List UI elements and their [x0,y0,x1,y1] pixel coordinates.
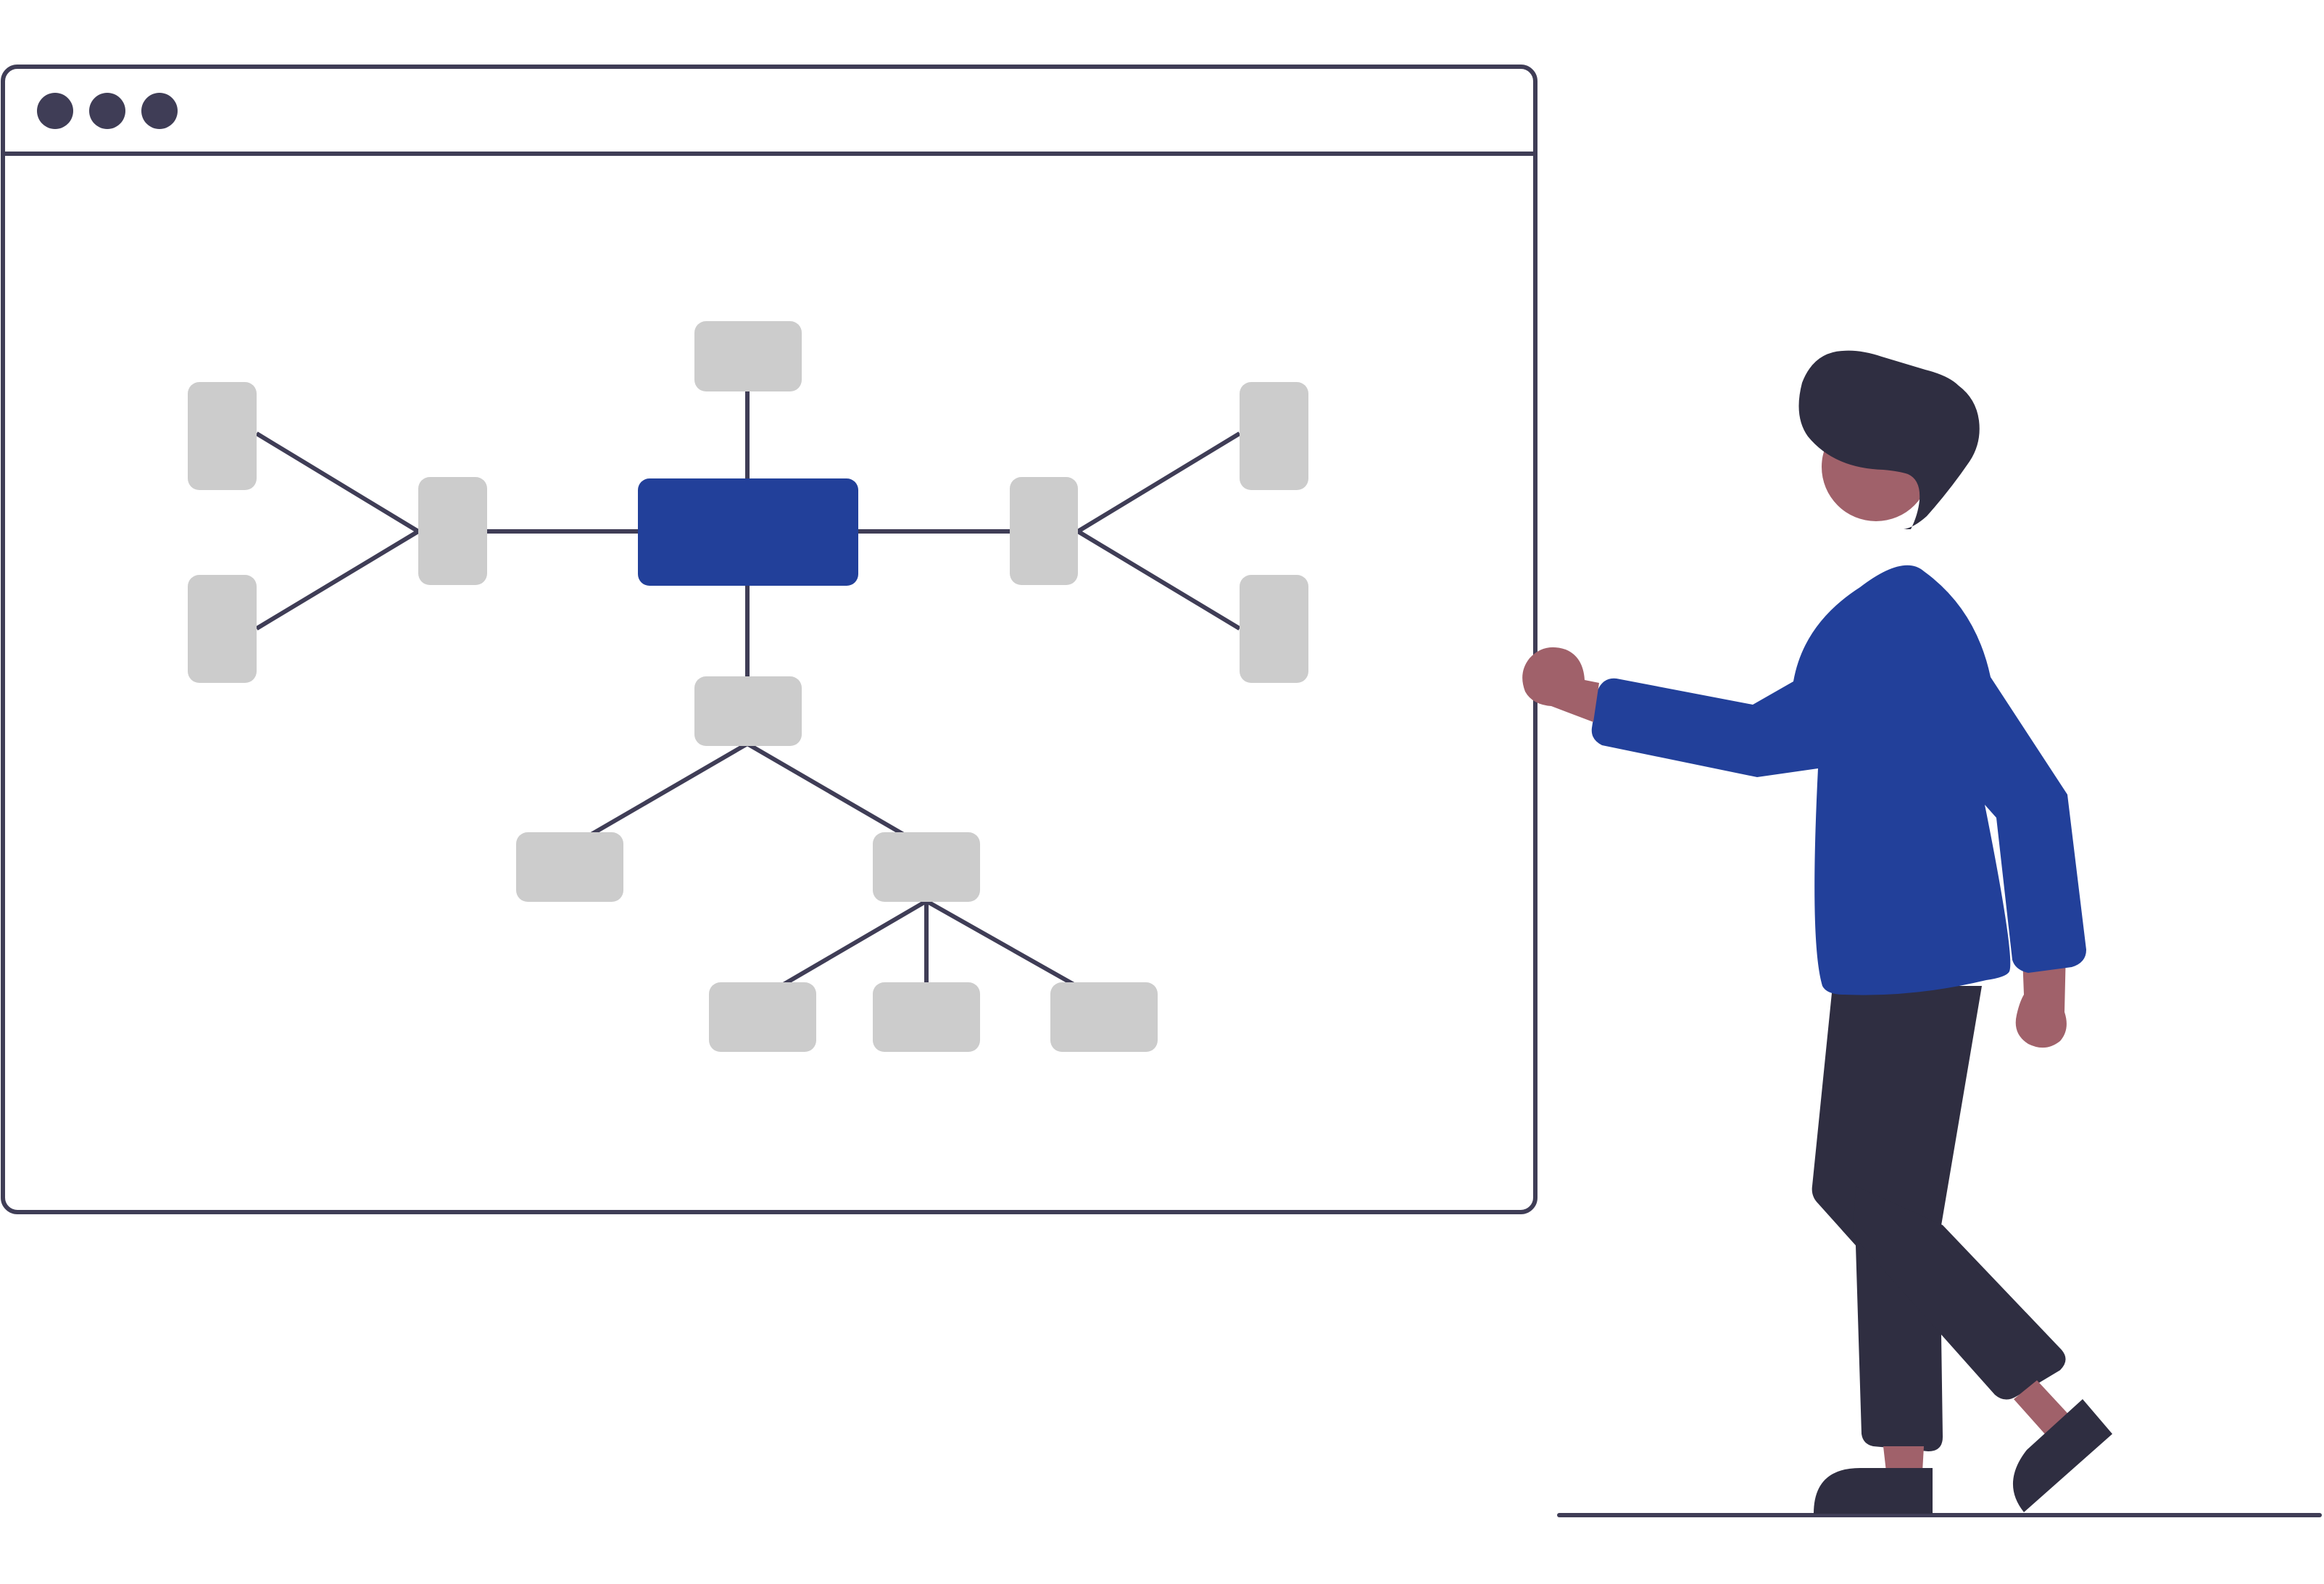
edge-bottom-hub-right [746,742,916,843]
edge-left-hub-lower [255,529,420,631]
mind-map [188,321,1308,1052]
node-bottom-right-leaf-2[interactable] [873,982,980,1052]
node-bottom-right-leaf-3[interactable] [1050,982,1158,1052]
mind-map-edges [255,391,1241,998]
edge-bottom-right-leaf-3 [925,899,1095,998]
node-bottom-right-hub[interactable] [873,832,980,902]
node-bottom-left[interactable] [516,832,623,902]
node-left-leaf-lower[interactable] [188,575,257,683]
node-bottom-right-leaf-1[interactable] [709,982,816,1052]
close-dot[interactable] [37,93,73,129]
node-bottom-hub[interactable] [694,676,802,746]
edge-bottom-hub-left [578,742,749,843]
minimize-dot[interactable] [89,93,125,129]
person-shoe-back [1814,1468,1933,1514]
person-figure [1522,350,2112,1514]
browser-frame [1,65,1537,1214]
browser-window [1,65,1537,1214]
person-hand-left [1522,647,1599,722]
node-top[interactable] [694,321,802,391]
edge-bottom-right-leaf-1 [763,899,928,998]
person-hand-right [2015,950,2067,1048]
edge-left-hub-upper [255,431,420,534]
root-node[interactable] [638,478,858,586]
node-right-hub[interactable] [1010,477,1078,585]
person-shirt [1591,565,2086,995]
person-leg-front [1853,1186,2066,1400]
person-shoe-front [2012,1399,2112,1512]
maximize-dot[interactable] [141,93,178,129]
mind-map-nodes [188,321,1308,1052]
node-right-leaf-upper[interactable] [1240,382,1308,490]
person-hair [1798,350,1980,529]
node-right-leaf-lower[interactable] [1240,575,1308,683]
node-left-leaf-upper[interactable] [188,382,257,490]
edge-right-hub-lower [1076,529,1241,631]
edge-right-hub-upper [1076,431,1241,534]
person-ankle-back [1883,1446,1924,1472]
node-left-hub[interactable] [418,477,487,585]
